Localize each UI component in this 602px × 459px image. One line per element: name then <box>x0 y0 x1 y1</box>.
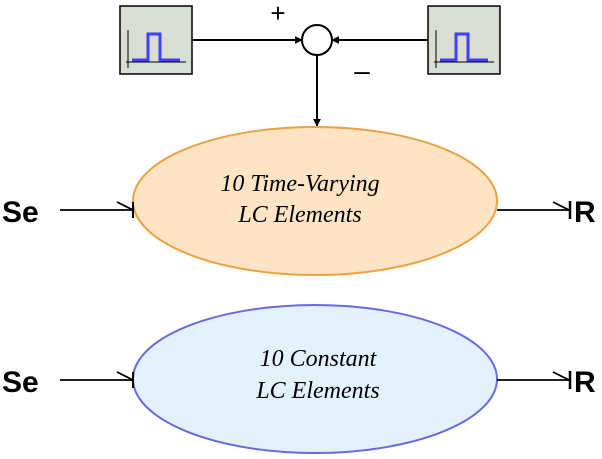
sink-label-bottom: R <box>574 366 596 399</box>
bond-sink-bottom <box>497 371 572 389</box>
pulse-generator-icon <box>434 30 494 68</box>
source-label-bottom: Se <box>2 366 39 399</box>
source-label-top: Se <box>2 196 39 229</box>
time-varying-label-line2: LC Elements <box>237 202 361 228</box>
bond-sink-top <box>497 201 572 219</box>
summing-junction[interactable] <box>301 24 333 56</box>
sink-label-top: R <box>574 196 596 229</box>
constant-label-line2: LC Elements <box>255 378 379 404</box>
bond-source-top <box>60 201 134 218</box>
constant-label-line1: 10 Constant <box>260 346 378 372</box>
plus-sign: + <box>270 0 285 28</box>
bond-source-bottom <box>60 371 134 388</box>
minus-sign: – <box>354 55 370 86</box>
time-varying-lc-block[interactable]: 10 Time-Varying LC Elements <box>132 126 498 276</box>
pulse-source-right[interactable] <box>427 5 501 75</box>
constant-lc-block[interactable]: 10 Constant LC Elements <box>132 304 498 454</box>
pulse-generator-icon <box>126 30 186 68</box>
time-varying-ellipse <box>132 126 498 276</box>
time-varying-label-line1: 10 Time-Varying <box>220 171 379 197</box>
pulse-source-left[interactable] <box>119 5 193 75</box>
